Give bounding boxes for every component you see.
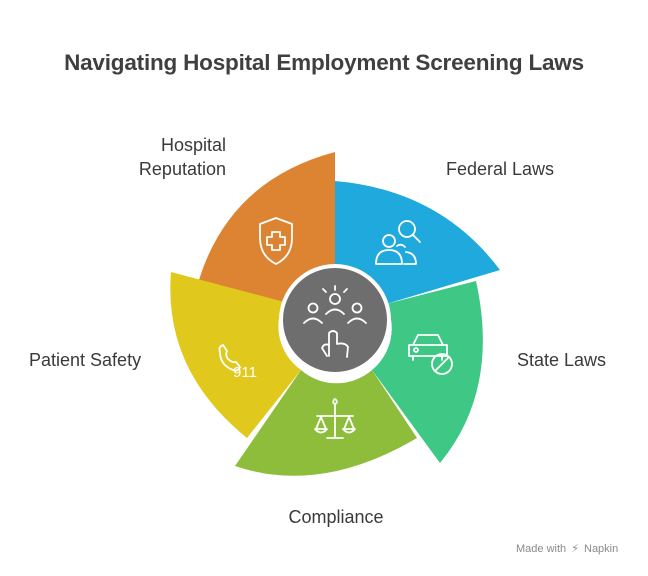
segment-hospital-reputation [199,152,335,302]
segment-federal-laws [335,181,500,304]
label-state-laws: State Laws [517,350,607,370]
group-hand-icon [303,285,367,358]
segment-state-laws [372,281,483,463]
label-hospital-reputation-line2: Reputation [138,159,226,179]
footer-made-with: Made with [516,543,567,555]
car-prohibited-icon [408,334,453,375]
phone-911-icon: 911 [218,344,257,381]
label-patient-safety: Patient Safety [29,350,142,370]
segment-patient-safety [170,272,301,438]
label-federal-laws: Federal Laws [446,159,555,179]
footer-brand: Napkin [584,543,619,555]
label-hospital-reputation: Hospital Reputation [66,133,226,181]
segment-compliance [235,370,417,476]
scales-icon [314,398,356,439]
label-hospital-reputation-line1: Hospital [160,135,226,155]
napkin-logo-icon: ⚡ [571,543,579,555]
users-search-icon [375,220,421,265]
shield-cross-icon [259,217,293,265]
phone-911-icon-text: 911 [233,364,257,381]
diagram-title: Navigating Hospital Employment Screening… [64,50,584,75]
center-circle [279,264,391,376]
label-compliance: Compliance [288,507,384,527]
footer-attribution[interactable]: Made with ⚡ Napkin [516,542,618,555]
